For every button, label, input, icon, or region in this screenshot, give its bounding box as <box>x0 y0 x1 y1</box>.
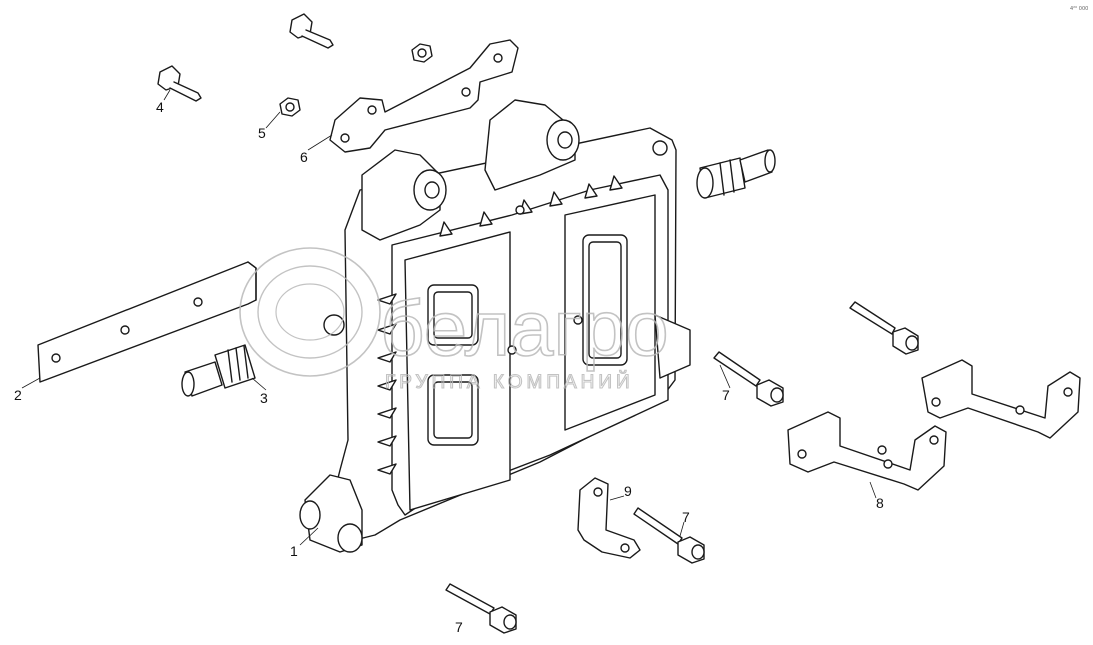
damper-mount-right <box>484 99 580 191</box>
corner-code: 4²⁰ 000 <box>1070 6 1088 12</box>
part-8-bracket-lower <box>787 411 947 491</box>
part-7-bolt-b <box>713 351 784 407</box>
part-7-bolt-a <box>849 301 919 355</box>
damper-mount-left <box>361 149 447 241</box>
part-8-bracket-upper <box>921 359 1081 439</box>
callout-7-right: 7 <box>682 509 690 525</box>
watermark-tagline: ГРУППА КОМПАНИЙ <box>385 371 634 393</box>
watermark: белагро ГРУППА КОМПАНИЙ <box>239 247 670 394</box>
callout-3: 3 <box>260 390 268 406</box>
part-7-bolt-d <box>445 583 517 634</box>
callout-9: 9 <box>624 483 632 499</box>
callout-1: 1 <box>290 543 298 559</box>
part-2-flat-bar <box>37 261 257 383</box>
part-6-bracket <box>329 39 519 153</box>
callout-6: 6 <box>300 149 308 165</box>
callout-7-middle: 7 <box>722 387 730 403</box>
bolt-top <box>289 13 334 49</box>
part-5-nut <box>279 97 301 117</box>
part-9-l-bracket <box>577 477 641 559</box>
leader-lines <box>21 89 877 546</box>
part-4-bolt <box>157 65 202 102</box>
nut-top <box>411 43 433 63</box>
watermark-brand: белагро <box>380 284 669 372</box>
callout-8: 8 <box>876 495 884 511</box>
callout-2: 2 <box>14 387 22 403</box>
part-3-fitting-left <box>181 344 256 397</box>
callout-5: 5 <box>258 125 266 141</box>
part-7-bolt-c <box>633 507 705 564</box>
fitting-right <box>696 149 776 199</box>
damper-mount-bottom <box>299 474 363 553</box>
callout-4: 4 <box>156 99 164 115</box>
ecu-unit <box>323 127 691 541</box>
callout-7-bottom: 7 <box>455 619 463 635</box>
